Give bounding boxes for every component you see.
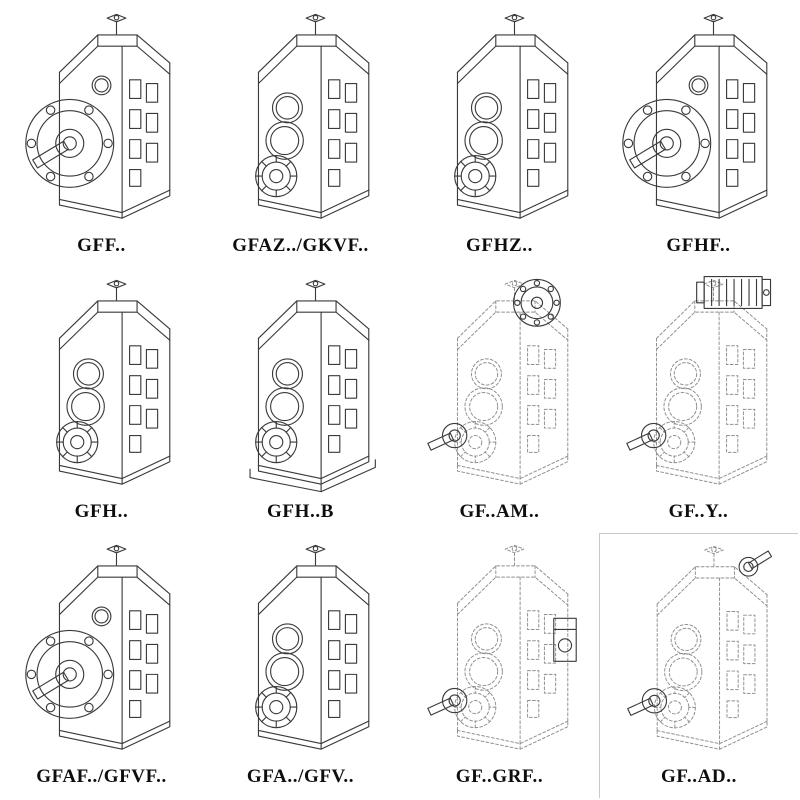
gearbox-drawing-gfh bbox=[2, 267, 201, 498]
gearbox-phantom-topflange-drawing bbox=[427, 278, 569, 485]
model-label: GFAZ../GKVF.. bbox=[232, 235, 369, 257]
model-label: GF..AM.. bbox=[459, 500, 540, 522]
model-label: GFF.. bbox=[77, 235, 126, 257]
gearbox-drawing-gfaz-gkvf bbox=[201, 2, 400, 233]
gearbox-drawing-gfa-gfv bbox=[201, 533, 400, 764]
gearbox-drawing-gf-grf bbox=[400, 533, 599, 764]
gearbox-flange-drawing bbox=[25, 544, 171, 750]
gearbox-bore-drawing bbox=[56, 279, 171, 485]
catalog-cell: GFH.. bbox=[2, 267, 201, 532]
gearbox-drawing-gfaf-gfvf bbox=[2, 533, 201, 764]
catalog-cell: GF..AD.. bbox=[599, 532, 798, 798]
model-label: GF..Y.. bbox=[668, 500, 729, 522]
gearbox-flange-drawing bbox=[25, 14, 171, 220]
gearbox-drawing-gf-ad bbox=[600, 534, 798, 764]
gearbox-drawing-gfhf bbox=[599, 2, 798, 233]
gearbox-bore-drawing bbox=[255, 544, 370, 750]
model-label: GFHZ.. bbox=[466, 235, 533, 257]
catalog-cell: GFAZ../GKVF.. bbox=[201, 2, 400, 267]
gearbox-drawing-gff bbox=[2, 2, 201, 233]
model-label: GFAF../GFVF.. bbox=[36, 766, 167, 787]
gearbox-phantom-topshaft-drawing bbox=[627, 545, 772, 750]
gearbox-bore-drawing bbox=[454, 14, 569, 220]
catalog-cell: GFA../GFV.. bbox=[201, 533, 400, 798]
catalog-cell: GF..Y.. bbox=[599, 267, 798, 532]
catalog-cell: GFAF../GFVF.. bbox=[2, 533, 201, 798]
gearbox-bore-drawing bbox=[255, 14, 370, 220]
catalog-cell: GFHF.. bbox=[599, 2, 798, 267]
model-label: GFA../GFV.. bbox=[246, 766, 355, 787]
gearbox-drawing-gfh-b bbox=[201, 267, 400, 498]
gearbox-drawing-gf-am bbox=[400, 267, 599, 498]
catalog-cell: GFH..B bbox=[201, 267, 400, 532]
model-label: GF..GRF.. bbox=[455, 766, 544, 787]
model-label: GF..AD.. bbox=[661, 766, 737, 787]
catalog-cell: GFHZ.. bbox=[400, 2, 599, 267]
catalog-cell: GF..GRF.. bbox=[400, 533, 599, 798]
catalog-cell: GF..AM.. bbox=[400, 267, 599, 532]
gearbox-phantom-motor-drawing bbox=[626, 275, 772, 485]
gearbox-flange-drawing bbox=[622, 14, 768, 220]
gearbox-drawing-gf-y bbox=[599, 267, 798, 498]
model-label: GFH..B bbox=[267, 500, 334, 522]
catalog-cell: GFF.. bbox=[2, 2, 201, 267]
gearbox-phantom-adapter-drawing bbox=[427, 544, 577, 750]
model-label: GFHF.. bbox=[666, 235, 731, 257]
gearbox-bore-foot-drawing bbox=[249, 279, 376, 492]
gearbox-drawing-gfhz bbox=[400, 2, 599, 233]
model-label: GFH.. bbox=[74, 500, 129, 522]
